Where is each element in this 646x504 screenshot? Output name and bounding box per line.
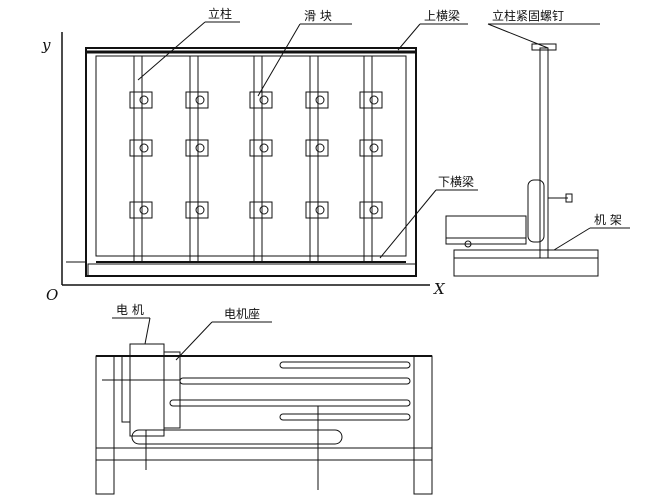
bottom-right-leg: [413, 355, 433, 495]
slider: [185, 201, 209, 219]
slider: [249, 139, 273, 157]
slot: [179, 377, 411, 385]
side-wheel: [464, 240, 472, 248]
slider-label: 滑 块: [304, 9, 332, 23]
slider: [359, 91, 383, 109]
lower-beam-label: 下横梁: [438, 174, 474, 189]
base-plate: [87, 263, 417, 277]
lower-beam-leader: [379, 189, 437, 259]
slot: [279, 413, 411, 421]
slider: [359, 201, 383, 219]
motor-base-leader: [175, 321, 213, 361]
motor-label: 电 机: [116, 303, 144, 317]
slider: [129, 139, 153, 157]
column-5: [363, 55, 373, 263]
slider: [249, 201, 273, 219]
outer-frame: [85, 47, 417, 277]
column-label: 立柱: [208, 6, 232, 21]
y-axis-label: y: [41, 36, 51, 54]
side-motor-box: [445, 215, 527, 245]
bottom-motor-base: [163, 351, 181, 429]
bottom-belt: [131, 429, 343, 445]
bottom-view: 电 机 电机座: [95, 303, 433, 495]
column-1: [133, 55, 143, 263]
bottom-motor: [129, 343, 165, 437]
x-axis-label: X: [433, 280, 446, 298]
slider-leader: [257, 23, 301, 97]
side-column-cap: [531, 43, 557, 51]
side-view: 立柱紧固螺钉 机 架: [445, 8, 630, 277]
bottom-left-leg: [95, 355, 115, 495]
frame-leader: [553, 227, 591, 251]
side-bolt: [565, 193, 573, 203]
slider: [305, 91, 329, 109]
column-4: [309, 55, 319, 263]
column-2: [189, 55, 199, 263]
column-bolt-leader: [487, 23, 549, 49]
origin-label: O: [46, 286, 58, 304]
bottom-lower-rail: [95, 447, 433, 461]
side-frame-base: [453, 249, 599, 277]
slider: [129, 201, 153, 219]
upper-beam-leader: [397, 23, 421, 51]
slider: [305, 201, 329, 219]
motor-base-label: 电机座: [224, 306, 260, 321]
sliders: [129, 91, 383, 219]
bottom-motor-flange: [121, 355, 131, 423]
upper-beam-label: 上横梁: [424, 8, 460, 23]
inner-frame: [95, 55, 407, 257]
frame-label: 机 架: [594, 213, 622, 227]
column-bolt-label: 立柱紧固螺钉: [492, 8, 564, 23]
side-pulley: [527, 179, 545, 243]
slot: [279, 361, 411, 369]
column-leader: [137, 21, 206, 81]
slot: [169, 399, 411, 407]
slider: [305, 139, 329, 157]
slider: [129, 91, 153, 109]
columns: [133, 55, 373, 263]
slider: [249, 91, 273, 109]
front-view: y O X: [41, 6, 478, 304]
column-3: [253, 55, 263, 263]
slider: [359, 139, 383, 157]
slider: [185, 91, 209, 109]
slider: [185, 139, 209, 157]
motor-leader: [144, 317, 151, 345]
